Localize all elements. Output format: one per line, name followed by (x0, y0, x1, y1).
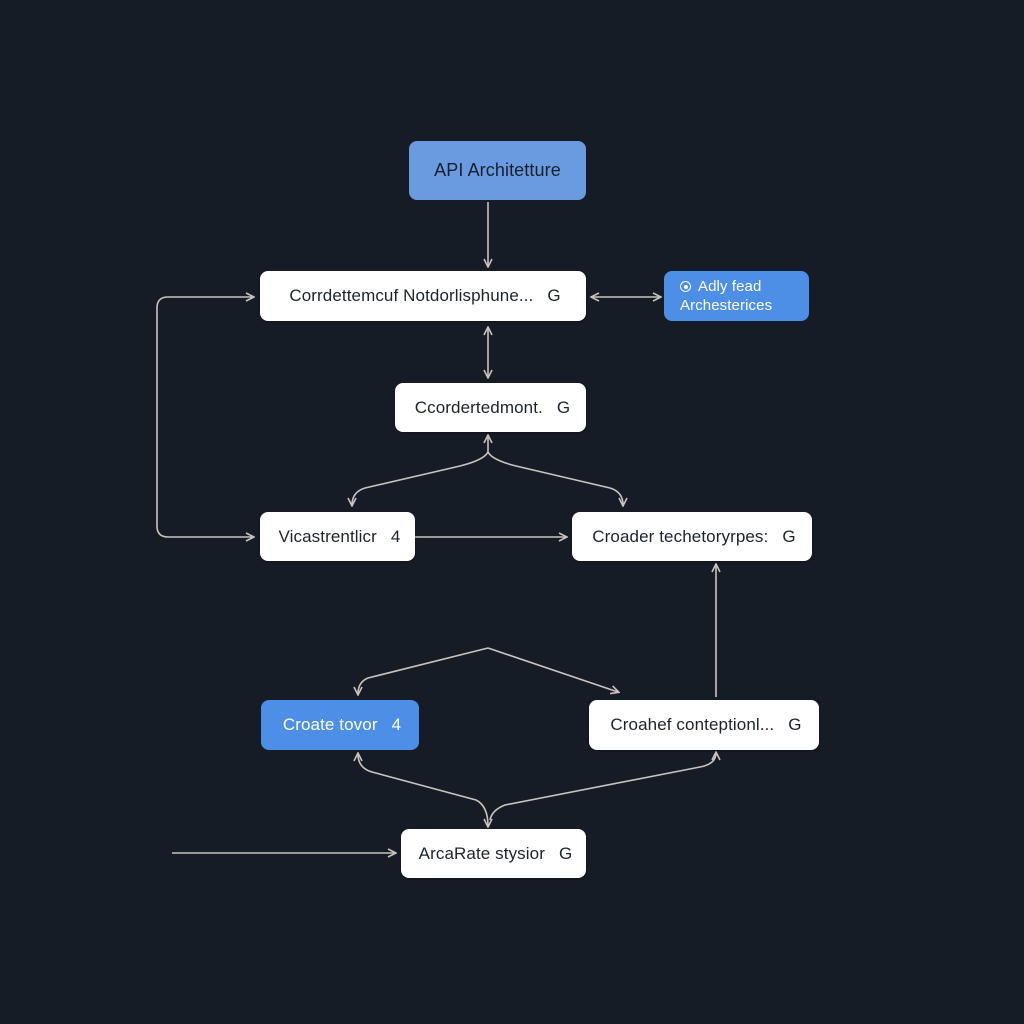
target-icon (680, 281, 691, 292)
node-7[interactable]: ArcaRate stysior G (401, 829, 586, 878)
title-node[interactable]: API Architetture (409, 141, 586, 200)
node-3-suffix: 4 (390, 526, 401, 546)
title-node-label: API Architetture (434, 160, 561, 180)
node-2[interactable]: Ccordertedmont. G (395, 383, 586, 432)
node-2-suffix: G (556, 397, 571, 417)
node-4-label: Croader techetoryrpes: (592, 526, 769, 546)
node-7-label: ArcaRate stysior (418, 843, 545, 863)
node-3-label: Vicastrentlicr (278, 526, 377, 546)
side-node-line2: Archesterices (680, 297, 773, 314)
node-2-label: Ccordertedmont. (414, 397, 543, 417)
edge-n2-left (352, 451, 489, 505)
node-1[interactable]: Corrdettemcuf Notdorlisphune... G (260, 271, 586, 321)
node-1-label: Corrdettemcuf Notdorlisphune... (289, 286, 534, 305)
node-6[interactable]: Croahef conteptionl... G (589, 700, 819, 750)
node-4[interactable]: Croader techetoryrpes: G (572, 512, 812, 561)
node-5[interactable]: Croate tovor 4 (261, 700, 419, 750)
node-1-suffix: G (547, 286, 561, 305)
edge-peak-left (358, 647, 489, 694)
node-4-suffix: G (782, 526, 796, 546)
node-6-suffix: G (788, 715, 802, 734)
node-5-label: Croate tovor (282, 715, 378, 734)
side-node-line1: Adly fead (698, 278, 762, 295)
edge-n2-right (487, 451, 623, 505)
edge-n5-to-n7 (358, 754, 488, 826)
node-7-suffix: G (558, 843, 573, 863)
node-6-label: Croahef conteptionl... (610, 715, 775, 734)
node-5-suffix: 4 (391, 715, 402, 734)
edge-n6-to-n7 (489, 753, 716, 821)
edge-peak-right (487, 647, 618, 692)
side-node[interactable]: Adly fead Archesterices (664, 271, 809, 321)
node-3[interactable]: Vicastrentlicr 4 (260, 512, 415, 561)
edge-left-loop (156, 297, 253, 537)
